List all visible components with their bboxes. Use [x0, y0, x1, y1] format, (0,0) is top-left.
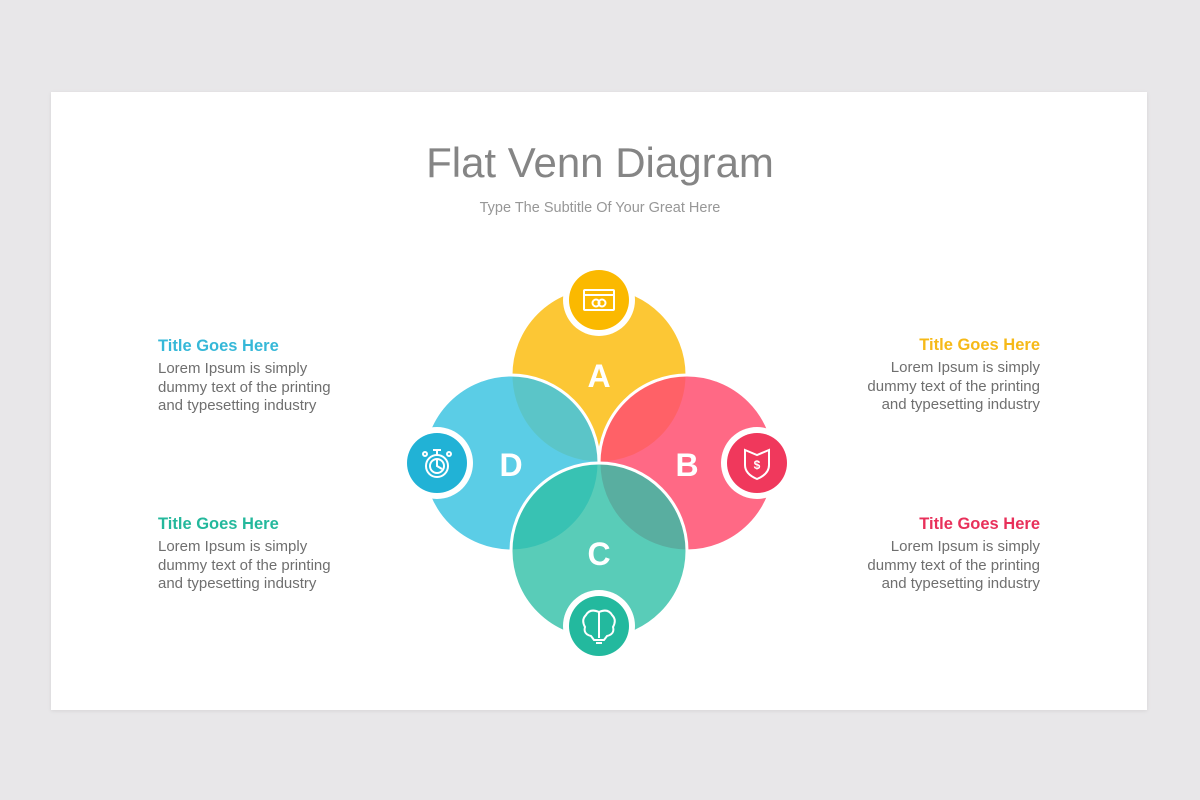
block-line: dummy text of the printing: [867, 377, 1040, 395]
block-title: Title Goes Here: [158, 337, 279, 355]
block-line: and typesetting industry: [881, 396, 1040, 413]
block-line: dummy text of the printing: [158, 556, 331, 574]
page-subtitle: Type The Subtitle Of Your Great Here: [479, 200, 721, 216]
block-line: dummy text of the printing: [867, 556, 1040, 574]
block-title: Title Goes Here: [919, 515, 1040, 533]
letter-d: D: [499, 447, 522, 483]
block-title: Title Goes Here: [158, 515, 279, 533]
svg-text:$: $: [754, 458, 761, 472]
shield-dollar-icon: $: [721, 427, 793, 499]
letter-b: B: [675, 447, 698, 483]
block-line: and typesetting industry: [881, 575, 1040, 592]
block-line: Lorem Ipsum is simply: [158, 538, 308, 555]
block-title: Title Goes Here: [919, 336, 1040, 354]
block-line: Lorem Ipsum is simply: [158, 360, 308, 377]
block-line: dummy text of the printing: [158, 378, 331, 396]
stopwatch-icon: [401, 427, 473, 499]
credit-card-icon: [563, 264, 635, 336]
letter-c: C: [587, 536, 610, 572]
letter-a: A: [587, 358, 610, 394]
page-title: Flat Venn Diagram: [426, 139, 774, 186]
block-line: and typesetting industry: [158, 575, 317, 592]
block-line: Lorem Ipsum is simply: [890, 538, 1040, 555]
brain-bulb-icon: [563, 590, 635, 662]
block-line: Lorem Ipsum is simply: [890, 359, 1040, 376]
block-line: and typesetting industry: [158, 397, 317, 414]
